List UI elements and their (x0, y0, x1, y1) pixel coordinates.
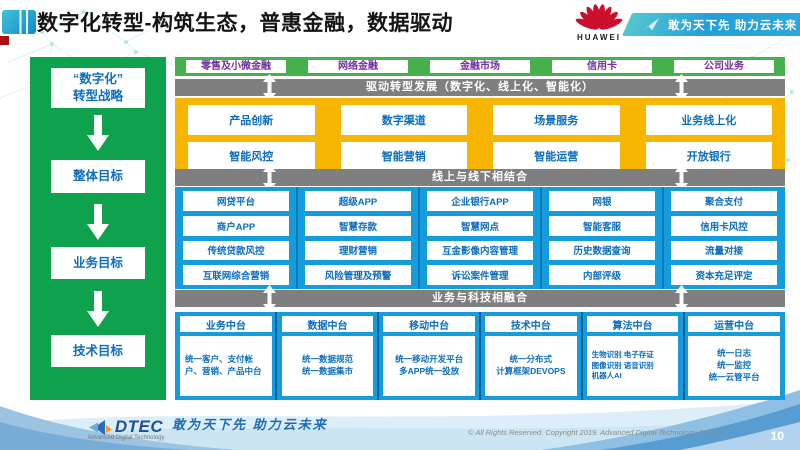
dtec-logo-subtext: Advanced Digital Technology (87, 435, 165, 441)
platforms-panel: 业务中台 统一客户、支付帐户、营销、产品中台 数据中台 统一数据规范 统一数据集… (175, 312, 785, 400)
platform-title: 数据中台 (281, 316, 374, 332)
capability-item: 智能运营 (493, 141, 620, 171)
business-line-item: 网络金融 (307, 60, 409, 73)
huawei-flower-icon (575, 4, 623, 30)
business-line-item: 金融市场 (429, 60, 531, 73)
platform-column-operations: 运营中台 统一日志 统一监控 统一云管平台 (683, 312, 785, 400)
channel-item: 网贷平台 (183, 191, 289, 211)
paper-plane-icon (643, 18, 659, 31)
page-number: 10 (770, 429, 784, 443)
business-line-item: 零售及小微金融 (185, 60, 287, 73)
channel-item: 流量对接 (671, 240, 777, 261)
banner-tagline: 敢为天下先 助力云未来 (668, 19, 798, 32)
updown-arrow-icon (675, 285, 688, 312)
platform-column-algorithm: 算法中台 生物识别 电子存证 图像识别 语音识别 机器人AI (582, 312, 684, 400)
column-divider (377, 312, 379, 400)
capability-item: 产品创新 (188, 105, 315, 135)
down-arrow-icon (87, 115, 109, 151)
platform-body: 统一客户、支付帐户、营销、产品中台 (180, 336, 272, 396)
channel-item: 资本充足评定 (671, 265, 777, 285)
column-divider (479, 312, 481, 400)
sidebar-item-business-goal: 业务目标 (51, 247, 145, 279)
title-accent-icon (2, 10, 36, 34)
column-divider (418, 187, 420, 289)
updown-arrow-icon (675, 74, 688, 101)
connector-bar-drive: 驱动转型发展（数字化、线上化、智能化） (175, 74, 785, 101)
platform-body: 统一移动开发平台 多APP统一投放 (383, 336, 475, 396)
channel-item: 历史数据查询 (549, 240, 655, 261)
channel-item: 风险管理及预警 (305, 265, 411, 285)
column-divider (275, 312, 277, 400)
channel-item: 互金影像内容管理 (427, 240, 533, 261)
platform-title: 移动中台 (383, 316, 475, 332)
column-divider (683, 312, 685, 400)
footer-tagline: 敢为天下先 助力云未来 (172, 417, 328, 432)
sidebar-item-strategy: “数字化” 转型战略 (51, 68, 145, 108)
capability-item: 智能风控 (188, 141, 315, 171)
platform-column-business: 业务中台 统一客户、支付帐户、营销、产品中台 (175, 312, 277, 400)
huawei-label: HUAWEI (577, 33, 621, 42)
capability-item: 开放银行 (645, 141, 772, 171)
header-banner: 敢为天下先 助力云未来 (621, 13, 800, 36)
channel-item: 智能客服 (549, 215, 655, 236)
column-divider (662, 187, 664, 289)
channel-item: 聚合支付 (671, 191, 777, 211)
platform-title: 技术中台 (484, 316, 577, 332)
platform-body: 统一数据规范 统一数据集市 (281, 336, 374, 396)
dtec-logo-icon (88, 419, 112, 435)
updown-arrow-icon (263, 285, 276, 312)
connector-label: 线上与线下相结合 (432, 171, 528, 183)
down-arrow-icon (87, 204, 109, 240)
dtec-logo-text: DTEC (114, 417, 164, 436)
platform-title: 运营中台 (688, 316, 780, 332)
column-divider (540, 187, 542, 289)
channel-item: 互联网综合营销 (183, 265, 289, 285)
channel-item: 智慧存款 (305, 215, 411, 236)
column-divider (581, 312, 583, 400)
platform-column-mobile: 移动中台 统一移动开发平台 多APP统一投放 (378, 312, 480, 400)
copyright-text: © All Rights Reserved. Copyright 2019. A… (468, 428, 725, 437)
platform-body: 生物识别 电子存证 图像识别 语音识别 机器人AI (586, 336, 679, 396)
updown-arrow-icon (263, 74, 276, 101)
dtec-logo: DTEC Advanced Digital Technology (84, 417, 168, 441)
channel-item: 内部评级 (549, 265, 655, 285)
strategy-sidebar: “数字化” 转型战略 整体目标 业务目标 技术目标 (30, 57, 166, 400)
down-arrow-icon (87, 291, 109, 327)
channel-item: 传统贷款风控 (183, 240, 289, 261)
channel-item: 企业银行APP (427, 191, 533, 211)
platform-column-tech: 技术中台 统一分布式 计算框架DEVOPS (480, 312, 582, 400)
platform-title: 业务中台 (180, 316, 272, 332)
column-divider (296, 187, 298, 289)
channels-panel: 网贷平台 超级APP 企业银行APP 网银 聚合支付 商户APP 智慧存款 智慧… (175, 187, 785, 289)
business-line-item: 信用卡 (551, 60, 653, 73)
business-lines-row: 零售及小微金融 网络金融 金融市场 信用卡 公司业务 (175, 57, 785, 76)
connector-bar-online-offline: 线上与线下相结合 (175, 164, 785, 191)
capability-item: 数字渠道 (340, 105, 467, 135)
connector-label: 业务与科技相融合 (432, 292, 528, 304)
platform-body: 统一分布式 计算框架DEVOPS (484, 336, 577, 396)
channel-item: 信用卡风控 (671, 215, 777, 236)
channel-item: 理财营销 (305, 240, 411, 261)
connector-bar-biz-tech: 业务与科技相融合 (175, 285, 785, 312)
channel-item: 超级APP (305, 191, 411, 211)
business-line-item: 公司业务 (673, 60, 775, 73)
platform-body: 统一日志 统一监控 统一云管平台 (688, 336, 780, 396)
channel-item: 网银 (549, 191, 655, 211)
channel-item: 诉讼案件管理 (427, 265, 533, 285)
capability-item: 场景服务 (493, 105, 620, 135)
platform-title: 算法中台 (586, 316, 679, 332)
channel-item: 商户APP (183, 215, 289, 236)
red-square-decoration (0, 36, 9, 45)
page-title: 数字化转型-构筑生态，普惠金融，数据驱动 (37, 12, 453, 35)
capability-item: 智能营销 (340, 141, 467, 171)
connector-label: 驱动转型发展（数字化、线上化、智能化） (366, 81, 594, 93)
capabilities-panel: 产品创新 数字渠道 场景服务 业务线上化 智能风控 智能营销 智能运营 开放银行 (175, 98, 785, 178)
sidebar-item-tech-goal: 技术目标 (51, 335, 145, 367)
huawei-logo: HUAWEI (570, 2, 628, 42)
platform-column-data: 数据中台 统一数据规范 统一数据集市 (277, 312, 379, 400)
channel-item: 智慧网点 (427, 215, 533, 236)
capability-item: 业务线上化 (645, 105, 772, 135)
sidebar-item-overall-goal: 整体目标 (51, 160, 145, 193)
